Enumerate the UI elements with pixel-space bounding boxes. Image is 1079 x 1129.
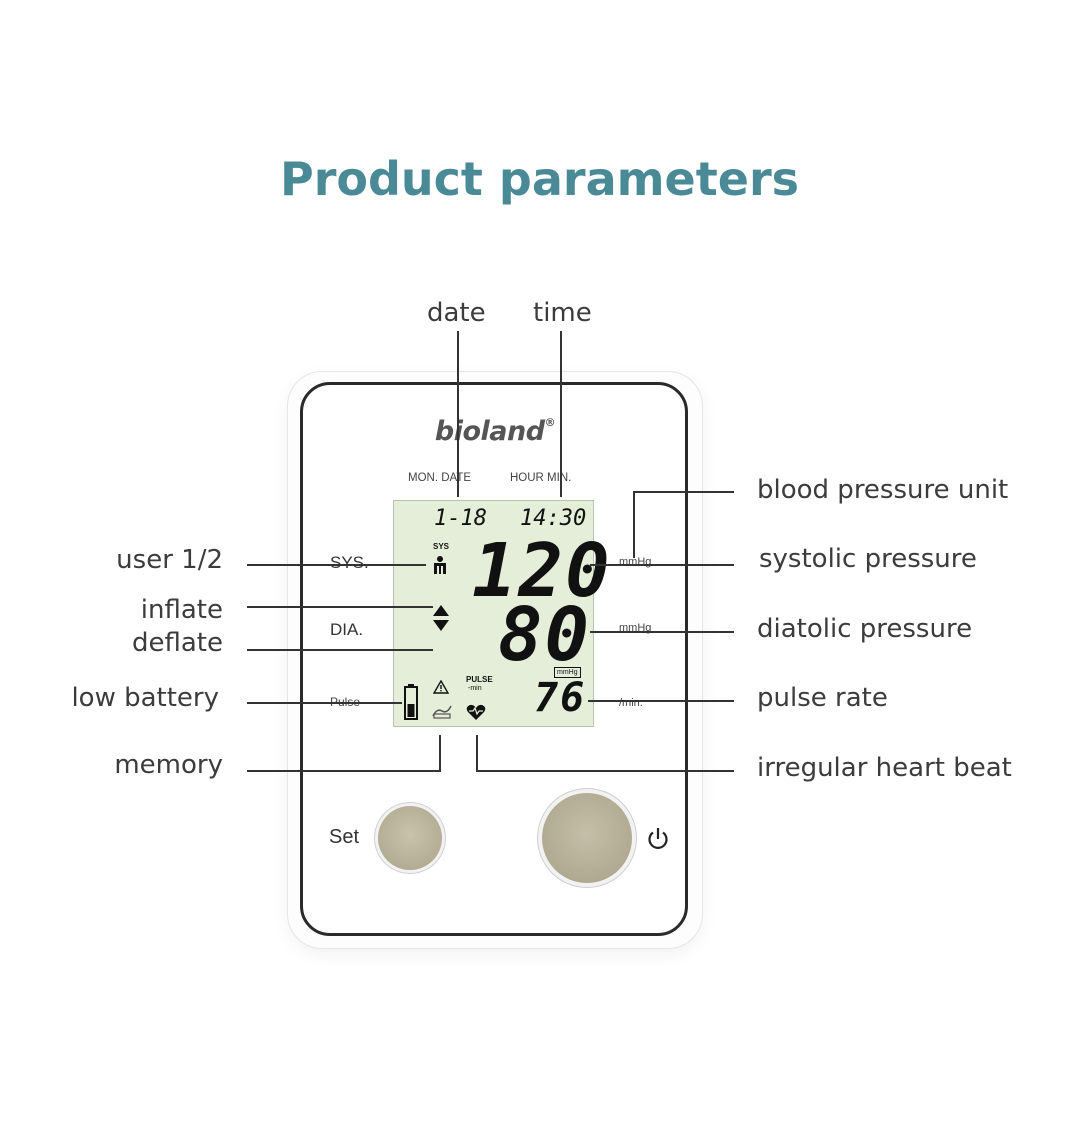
- brand-mark: ®: [544, 416, 556, 429]
- lcd-pulse-tag: PULSE: [466, 675, 493, 684]
- lcd-mmhg-box: mmHg: [554, 667, 581, 678]
- memory-icon: [432, 705, 452, 719]
- leader-low-battery: [247, 702, 402, 704]
- set-button[interactable]: [378, 806, 442, 870]
- header-date-label: MON. DATE: [408, 472, 472, 484]
- callout-deflate: deflate: [132, 628, 223, 658]
- callout-low-battery: low battery: [71, 683, 219, 713]
- callout-irregular-heart-beat: irregular heart beat: [757, 753, 1012, 783]
- leader-bp-unit-h: [633, 491, 734, 493]
- callout-pulse-rate: pulse rate: [757, 683, 888, 713]
- lcd-systolic: 120: [472, 528, 612, 614]
- lcd-time: 14:30: [520, 506, 587, 531]
- user-icon: [434, 556, 446, 574]
- unit-sys: mmHg: [619, 556, 652, 568]
- warning-icon: [433, 680, 449, 694]
- callout-inflate: inflate: [140, 595, 223, 625]
- leader-systolic: [590, 564, 734, 566]
- unit-pulse: /min.: [619, 697, 643, 709]
- callout-date: date: [427, 298, 486, 328]
- leader-irregular-h: [476, 770, 734, 772]
- leader-deflate: [247, 649, 433, 651]
- lcd-date: 1-18: [434, 506, 487, 531]
- leader-irregular-v: [476, 735, 478, 771]
- callout-memory: memory: [114, 750, 223, 780]
- callout-systolic: systolic pressure: [759, 544, 977, 574]
- callout-blood-pressure-unit: blood pressure unit: [757, 475, 1009, 505]
- leader-diastolic: [590, 631, 734, 633]
- callout-user: user 1/2: [116, 545, 223, 575]
- leader-pulse-rate: [588, 700, 734, 702]
- dia-label: DIA.: [330, 620, 364, 639]
- inflate-deflate-icon: [433, 605, 449, 631]
- lcd-diastolic: 80: [498, 592, 592, 678]
- callout-time: time: [533, 298, 592, 328]
- leader-inflate: [247, 606, 433, 608]
- leader-bp-unit-v: [633, 491, 635, 558]
- brand-logo: bioland®: [420, 416, 570, 447]
- power-button[interactable]: [542, 793, 632, 883]
- leader-date: [457, 331, 459, 497]
- lcd-pulse: 76: [534, 675, 587, 721]
- battery-icon: [404, 684, 418, 720]
- lcd-pulse-tag-unit: -min: [468, 685, 482, 692]
- brand-name: bioland: [434, 416, 545, 447]
- leader-time: [560, 331, 562, 497]
- callout-diastolic: diatolic pressure: [757, 614, 973, 644]
- set-label: Set: [329, 826, 360, 848]
- lcd-sys-tag: SYS: [433, 542, 450, 551]
- sys-label: SYS.: [330, 553, 369, 572]
- leader-memory-h: [247, 770, 441, 772]
- power-icon: [648, 828, 668, 849]
- lcd-screen: [393, 500, 594, 727]
- leader-memory-v: [439, 735, 441, 771]
- heart-icon: [466, 704, 486, 720]
- leader-user: [247, 564, 426, 566]
- page-title: Product parameters: [279, 152, 800, 206]
- header-time-label: HOUR MIN.: [510, 472, 572, 484]
